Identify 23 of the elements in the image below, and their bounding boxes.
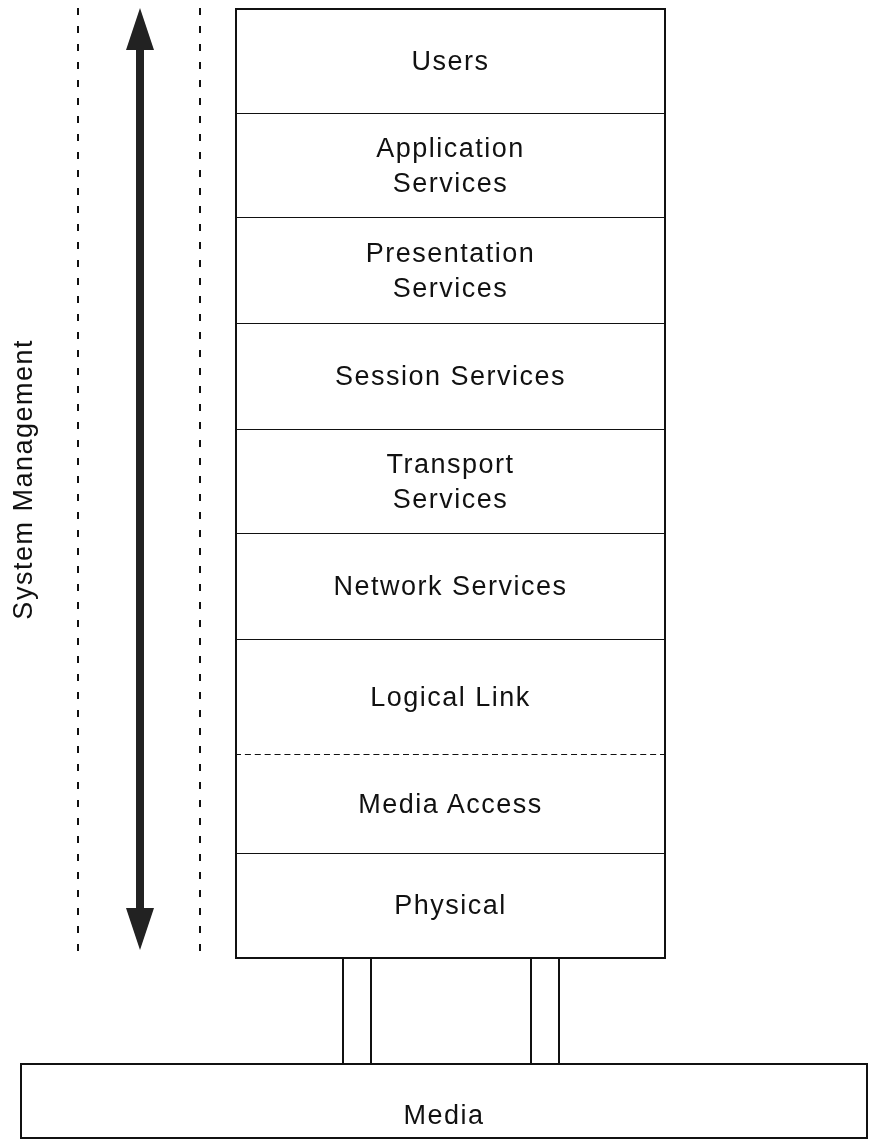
layer-box bbox=[235, 113, 666, 218]
layer-label: Presentation Services bbox=[364, 236, 537, 305]
layer-box bbox=[20, 1063, 868, 1139]
layer-label: Network Services bbox=[333, 570, 568, 603]
layer-label: Physical bbox=[394, 889, 507, 922]
layer-box bbox=[235, 429, 666, 534]
connector-pillar bbox=[342, 958, 372, 1064]
layer-label: Session Services bbox=[334, 360, 567, 393]
layer-label: Transport Services bbox=[385, 447, 516, 516]
layer-box bbox=[235, 755, 666, 854]
band-label: System Management bbox=[7, 338, 39, 620]
layer-box bbox=[235, 639, 666, 756]
layer-label: Application Services bbox=[375, 131, 526, 200]
layer-box bbox=[235, 323, 666, 430]
layer-label: Users bbox=[411, 45, 490, 78]
connector-pillar bbox=[530, 958, 560, 1064]
layer-box bbox=[235, 217, 666, 324]
layer-label: Media Access bbox=[358, 787, 543, 821]
layer-label: Logical Link bbox=[370, 680, 531, 714]
layer-box bbox=[235, 533, 666, 640]
layer-box bbox=[235, 853, 666, 959]
layer-label: Media bbox=[403, 1099, 485, 1132]
layer-box bbox=[235, 8, 666, 114]
